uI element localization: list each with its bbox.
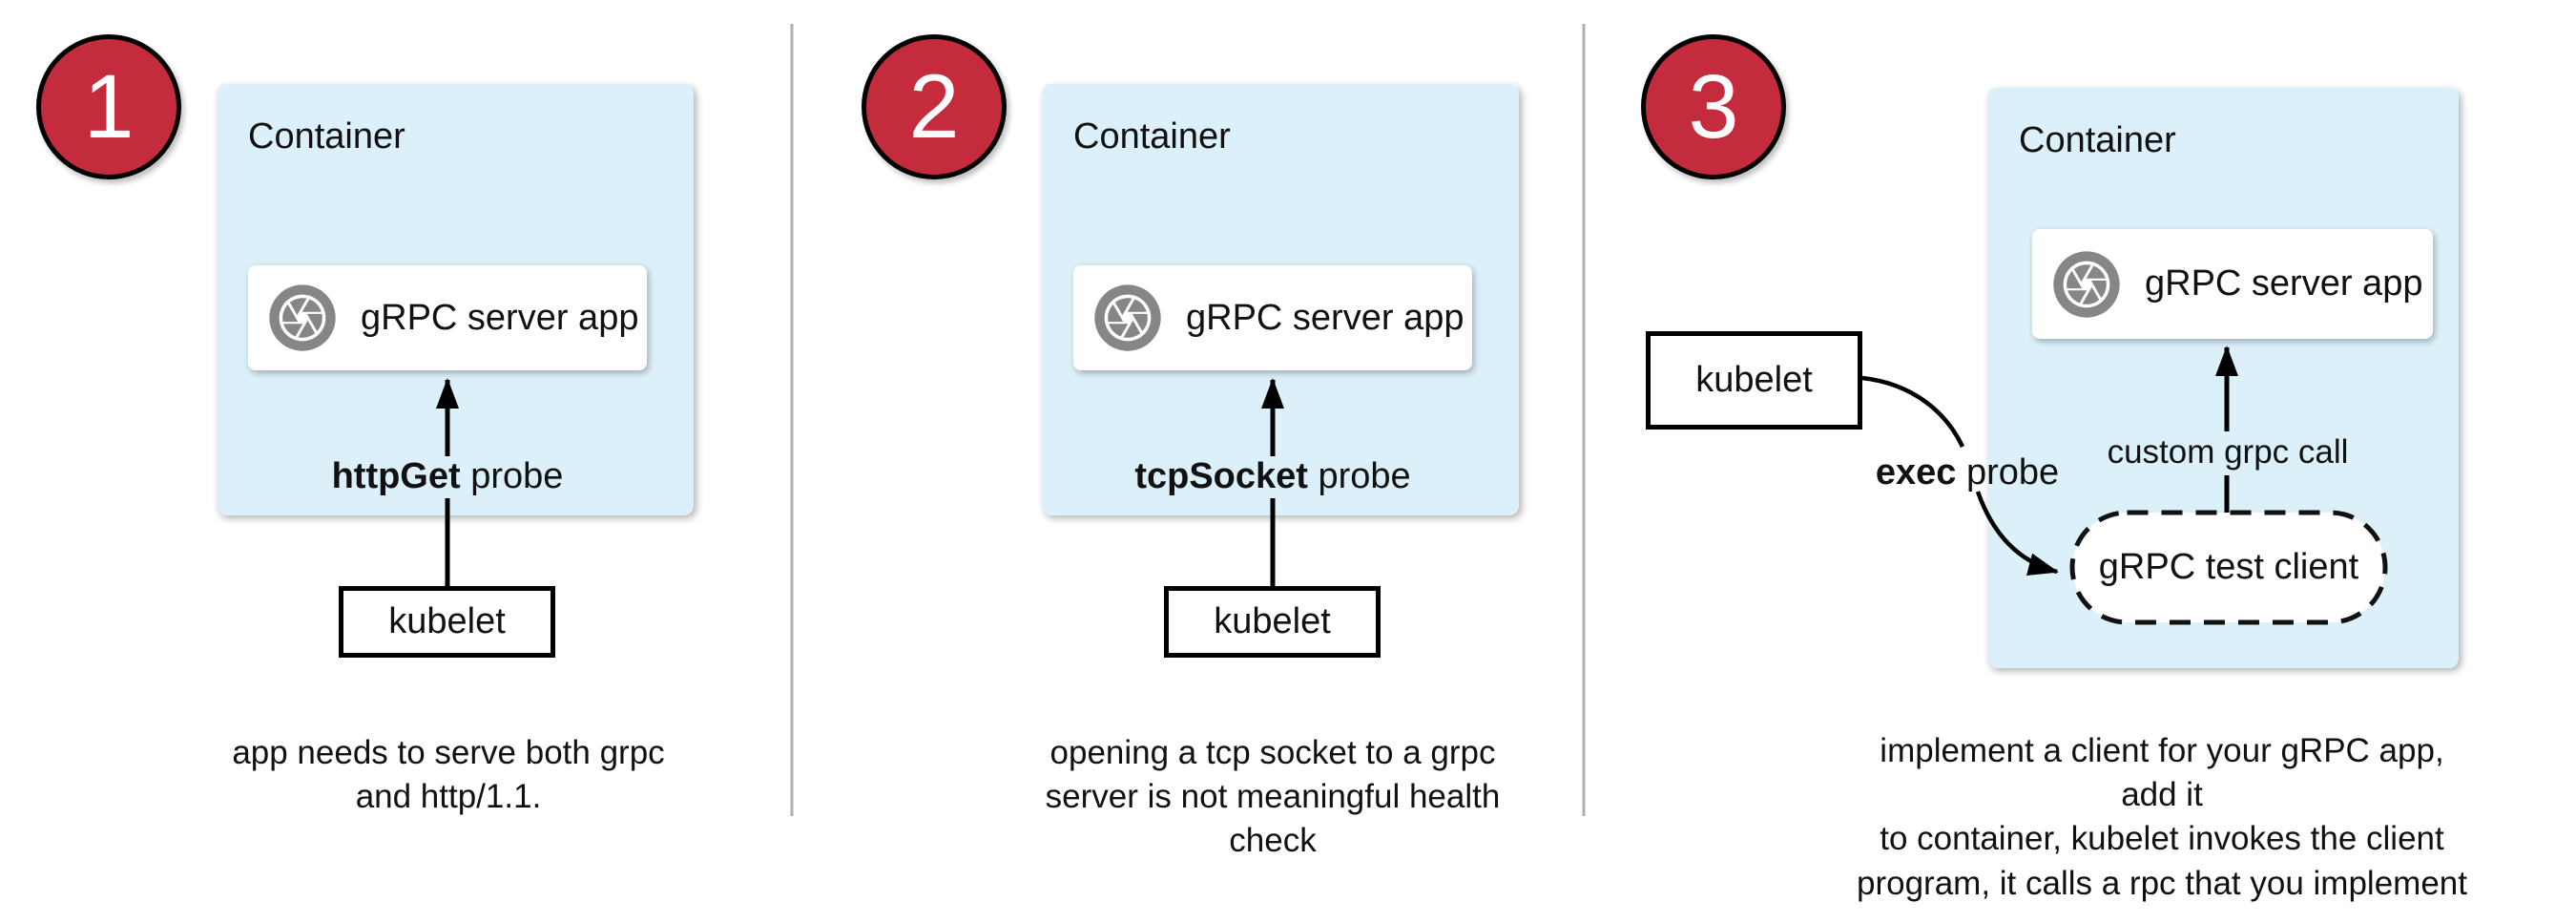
container-label: Container [1073, 116, 1231, 157]
probe-keyword: exec [1875, 452, 1957, 493]
container-label: Container [2019, 120, 2176, 160]
custom-grpc-call-label: custom grpc call [2107, 433, 2349, 471]
step-badge-1: 1 [36, 34, 181, 179]
grpc-server-app-label: gRPC server app [1186, 297, 1465, 338]
aperture-icon [1094, 284, 1161, 351]
step-badge-2: 2 [862, 34, 1007, 179]
step-number: 2 [908, 55, 960, 157]
probe-suffix: probe [1307, 456, 1411, 496]
probe-label-1: httpGet probe [257, 456, 638, 497]
step-number: 1 [83, 55, 135, 157]
aperture-icon [269, 284, 336, 351]
grpc-server-app-label: gRPC server app [361, 297, 639, 338]
caption-2: opening a tcp socket to a grpc server is… [1045, 734, 1501, 860]
kubelet-to-exec-curve [1861, 375, 1965, 448]
container-label: Container [248, 116, 405, 157]
step-badge-3: 3 [1641, 34, 1786, 179]
caption-3: implement a client for your gRPC app, ad… [1857, 732, 2467, 902]
step-number: 3 [1688, 55, 1739, 157]
probe-label-3: exec probe [1824, 452, 2110, 493]
kubelet-label: kubelet [1695, 360, 1813, 400]
probe-suffix: probe [1956, 452, 2060, 493]
kubelet-box-1: kubelet [339, 586, 555, 658]
grpc-server-app-card-1: gRPC server app [248, 265, 647, 370]
probe-label-2: tcpSocket probe [1082, 456, 1464, 497]
probe-keyword: tcpSocket [1134, 456, 1308, 496]
kubelet-box-2: kubelet [1164, 586, 1381, 658]
grpc-server-app-card-2: gRPC server app [1073, 265, 1472, 370]
probe-keyword: httpGet [331, 456, 461, 496]
aperture-icon [2053, 250, 2120, 318]
kubelet-label: kubelet [388, 601, 506, 641]
kubelet-label: kubelet [1214, 601, 1331, 641]
grpc-server-app-label: gRPC server app [2145, 263, 2423, 304]
kubelet-box-3: kubelet [1646, 331, 1862, 430]
probe-suffix: probe [460, 456, 564, 496]
caption-1: app needs to serve both grpc and http/1.… [232, 734, 665, 816]
grpc-server-app-card-3: gRPC server app [2032, 229, 2433, 339]
grpc-test-client-label: gRPC test client [2098, 547, 2359, 587]
